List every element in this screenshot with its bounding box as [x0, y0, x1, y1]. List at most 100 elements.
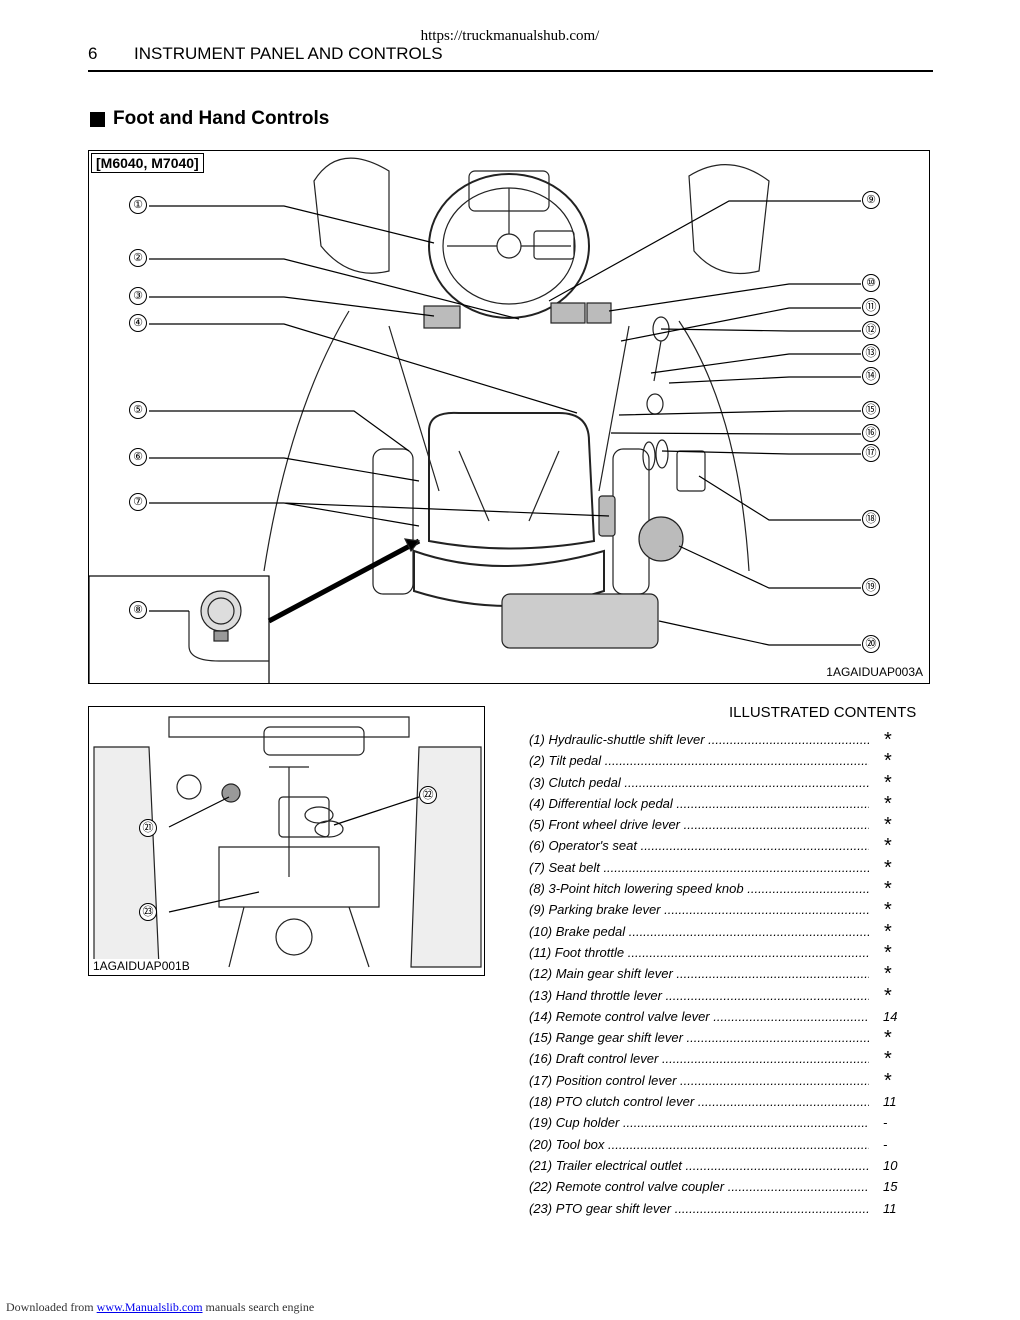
list-item: (23) PTO gear shift lever 11	[529, 1201, 929, 1222]
item-ref: -	[883, 1115, 888, 1131]
list-item: (15) Range gear shift lever *	[529, 1027, 929, 1051]
chapter-title: INSTRUMENT PANEL AND CONTROLS	[134, 44, 443, 63]
list-item: (2) Tilt pedal*	[529, 750, 929, 774]
square-bullet-icon	[90, 111, 105, 127]
item-ref: *	[884, 771, 892, 794]
item-label: (15) Range gear shift lever	[529, 1030, 869, 1045]
item-label: (23) PTO gear shift lever	[529, 1201, 869, 1216]
item-label: (19) Cup holder	[529, 1115, 869, 1130]
list-item: (3) Clutch pedal*	[529, 771, 929, 796]
callout-18: ⑱	[862, 510, 880, 528]
item-label: (5) Front wheel drive lever	[529, 817, 869, 832]
item-label: (16) Draft control lever	[529, 1051, 869, 1066]
list-item: (5) Front wheel drive lever *	[529, 814, 929, 838]
list-item: (20) Tool box-	[529, 1137, 929, 1158]
list-item: (18) PTO clutch control lever 11	[529, 1094, 929, 1115]
callout-12: ⑫	[862, 321, 880, 339]
callout-7: ⑦	[129, 493, 147, 511]
item-label: (8) 3-Point hitch lowering speed knob	[529, 881, 869, 896]
list-item: (4) Differential lock pedal *	[529, 792, 929, 817]
item-ref: 10	[883, 1157, 898, 1173]
item-label: (21) Trailer electrical outlet	[529, 1158, 869, 1173]
list-item: (22) Remote control valve coupler 15	[529, 1179, 929, 1200]
item-ref: *	[884, 941, 892, 964]
callout-21: ㉑	[139, 819, 157, 837]
item-ref: 11	[883, 1094, 897, 1110]
item-label: (17) Position control lever	[529, 1073, 869, 1088]
source-url: https://truckmanualshub.com/	[420, 28, 600, 44]
item-ref: *	[884, 792, 892, 815]
callout-16: ⑯	[862, 424, 880, 442]
item-label: (14) Remote control valve lever	[529, 1009, 869, 1024]
item-ref: *	[884, 856, 892, 879]
item-ref: *	[884, 750, 892, 773]
item-label: (1) Hydraulic-shuttle shift lever	[529, 732, 869, 747]
rear-figure: ㉑ ㉒ ㉓ 1AGAIDUAP001B	[88, 706, 485, 976]
main-figure: [M6040, M7040] ① ② ③ ④ ⑤ ⑥ ⑦ ⑧ ⑨ ⑩ ⑪ ⑫ ⑬…	[88, 150, 930, 684]
item-label: (20) Tool box	[529, 1137, 869, 1152]
list-item: (11) Foot throttle *	[529, 941, 929, 966]
item-label: (12) Main gear shift lever	[529, 966, 869, 981]
item-ref: 14	[883, 1008, 898, 1024]
callout-13: ⑬	[862, 344, 880, 362]
item-label: (18) PTO clutch control lever	[529, 1094, 869, 1109]
manualslib-link[interactable]: www.Manualslib.com	[96, 1300, 203, 1314]
callout-22: ㉒	[419, 786, 437, 804]
callout-20: ⑳	[862, 635, 880, 653]
item-label: (22) Remote control valve coupler	[529, 1179, 869, 1194]
list-item: (7) Seat belt*	[529, 856, 929, 881]
item-label: (11) Foot throttle	[529, 945, 869, 960]
callout-3: ③	[129, 287, 147, 305]
item-label: (10) Brake pedal	[529, 924, 869, 939]
item-ref: *	[884, 899, 892, 922]
item-ref: *	[884, 835, 892, 858]
list-item: (10) Brake pedal*	[529, 921, 929, 945]
item-ref: 11	[883, 1200, 897, 1216]
page-header: 6 INSTRUMENT PANEL AND CONTROLS	[88, 44, 933, 72]
list-item: (17) Position control lever *	[529, 1069, 929, 1094]
callout-9: ⑨	[862, 191, 880, 209]
item-label: (9) Parking brake lever	[529, 902, 869, 917]
callout-14: ⑭	[862, 367, 880, 385]
tractor-cockpit-illustration	[89, 157, 861, 683]
item-ref: *	[884, 984, 892, 1007]
callout-19: ⑲	[862, 578, 880, 596]
callout-2: ②	[129, 249, 147, 267]
section-title: Foot and Hand Controls	[90, 108, 329, 130]
figure-code-small: 1AGAIDUAP001B	[93, 959, 190, 973]
model-tag: [M6040, M7040]	[91, 153, 204, 173]
callout-4: ④	[129, 314, 147, 332]
item-label: (4) Differential lock pedal	[529, 796, 869, 811]
item-ref: 15	[883, 1179, 898, 1195]
list-item: (16) Draft control lever *	[529, 1048, 929, 1072]
footer: Downloaded from www.Manualslib.com manua…	[6, 1300, 314, 1315]
item-ref: *	[884, 1069, 892, 1092]
list-item: (21) Trailer electrical outlet 10	[529, 1158, 929, 1179]
list-item: (14) Remote control valve lever 14	[529, 1009, 929, 1030]
callout-17: ⑰	[862, 444, 880, 462]
callout-11: ⑪	[862, 298, 880, 316]
footer-suffix: manuals search engine	[205, 1300, 315, 1314]
callout-23: ㉓	[139, 903, 157, 921]
item-label: (6) Operator's seat	[529, 838, 869, 853]
list-item: (13) Hand throttle lever *	[529, 984, 929, 1009]
list-item: (12) Main gear shift lever *	[529, 963, 929, 987]
item-label: (13) Hand throttle lever	[529, 988, 869, 1003]
contents-list: (1) Hydraulic-shuttle shift lever* (2) T…	[529, 729, 929, 1222]
list-item: (19) Cup holder-	[529, 1115, 929, 1136]
tractor-rear-illustration	[93, 716, 482, 968]
item-ref: *	[884, 963, 892, 986]
item-ref: *	[884, 1027, 892, 1050]
item-ref: *	[884, 878, 892, 901]
list-item: (9) Parking brake lever *	[529, 899, 929, 923]
section-title-text: Foot and Hand Controls	[113, 108, 330, 129]
contents-heading: ILLUSTRATED CONTENTS	[729, 704, 917, 721]
item-ref: *	[884, 1048, 892, 1071]
list-item: (8) 3-Point hitch lowering speed knob *	[529, 878, 929, 902]
list-item: (1) Hydraulic-shuttle shift lever*	[529, 729, 929, 753]
item-ref: *	[884, 814, 892, 837]
figure-code: 1AGAIDUAP003A	[826, 665, 923, 679]
callout-5: ⑤	[129, 401, 147, 419]
callout-15: ⑮	[862, 401, 880, 419]
list-item: (6) Operator's seat *	[529, 835, 929, 859]
